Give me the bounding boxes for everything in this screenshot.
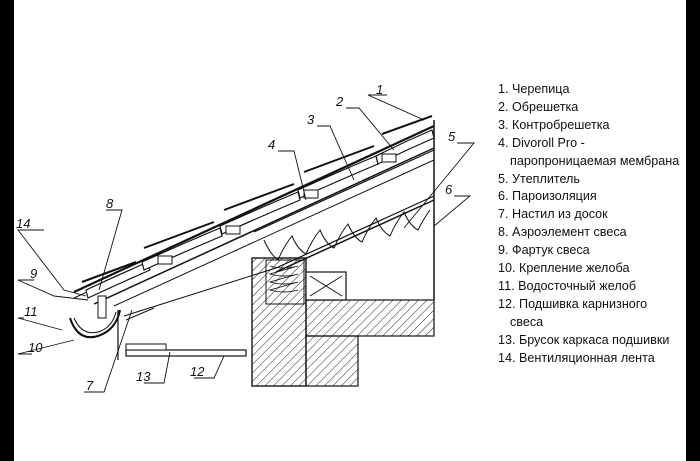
- roof-layers: [73, 115, 435, 317]
- legend-item-4-continued: паропроницаемая мембрана: [510, 153, 680, 168]
- callout-2: 2: [335, 94, 344, 109]
- callout-10: 10: [28, 340, 43, 355]
- legend-item-6: 6. Пароизоляция: [498, 189, 597, 204]
- legend-list: 1. Черепица 2. Обрешетка 3. Контробрешет…: [498, 81, 684, 368]
- callout-11: 11: [24, 304, 38, 319]
- wall-section: [251, 257, 307, 387]
- wall-plate: [305, 271, 347, 301]
- legend-item-11: 11. Водосточный желоб: [498, 278, 637, 293]
- legend-item-13: 13. Брусок каркаса подшивки: [498, 332, 670, 347]
- roof-eave-section-drawing: 1 2 3 4 5 6 7 8 9 10 11 12 13 14: [16, 82, 475, 393]
- callout-numbers: 1 2 3 4 5 6 7 8 9 10 11 12 13 14: [16, 82, 456, 393]
- callout-13: 13: [136, 369, 151, 384]
- callout-1: 1: [376, 82, 383, 97]
- legend-item-8: 8. Аэроэлемент свеса: [498, 225, 627, 240]
- callout-14: 14: [16, 216, 30, 231]
- callout-9: 9: [30, 266, 37, 281]
- legend-item-1: 1. Черепица: [498, 82, 570, 96]
- callout-6: 6: [445, 182, 453, 197]
- callout-4: 4: [268, 137, 275, 152]
- wall-insulation: [265, 259, 305, 305]
- floor-slab: [305, 299, 435, 387]
- tile-row: [81, 115, 433, 283]
- legend-item-7: 7. Настил из досок: [498, 207, 608, 222]
- diagram-frame: 1 2 3 4 5 6 7 8 9 10 11 12 13 14 1. Чере…: [14, 0, 686, 461]
- callout-3: 3: [307, 112, 315, 127]
- legend-item-14: 14. Вентиляционная лента: [498, 350, 655, 365]
- legend-item-12: 12. Подшивка карнизного: [498, 296, 648, 311]
- callout-8: 8: [106, 196, 114, 211]
- legend-item-4: 4. Divoroll Pro -: [498, 135, 585, 150]
- legend-item-2: 2. Обрешетка: [498, 99, 579, 114]
- eave-details: [69, 295, 247, 360]
- legend-item-10: 10. Крепление желоба: [498, 261, 630, 276]
- legend-item-12-continued: свеса: [510, 314, 544, 329]
- legend-item-3: 3. Контробрешетка: [498, 117, 610, 132]
- leader-lines: [17, 94, 475, 393]
- legend-item-5: 5. Утеплитель: [498, 171, 580, 186]
- callout-7: 7: [86, 378, 94, 393]
- gutter: [69, 309, 121, 339]
- legend-item-9: 9. Фартук свеса: [498, 243, 590, 258]
- callout-12: 12: [190, 364, 205, 379]
- callout-5: 5: [448, 129, 456, 144]
